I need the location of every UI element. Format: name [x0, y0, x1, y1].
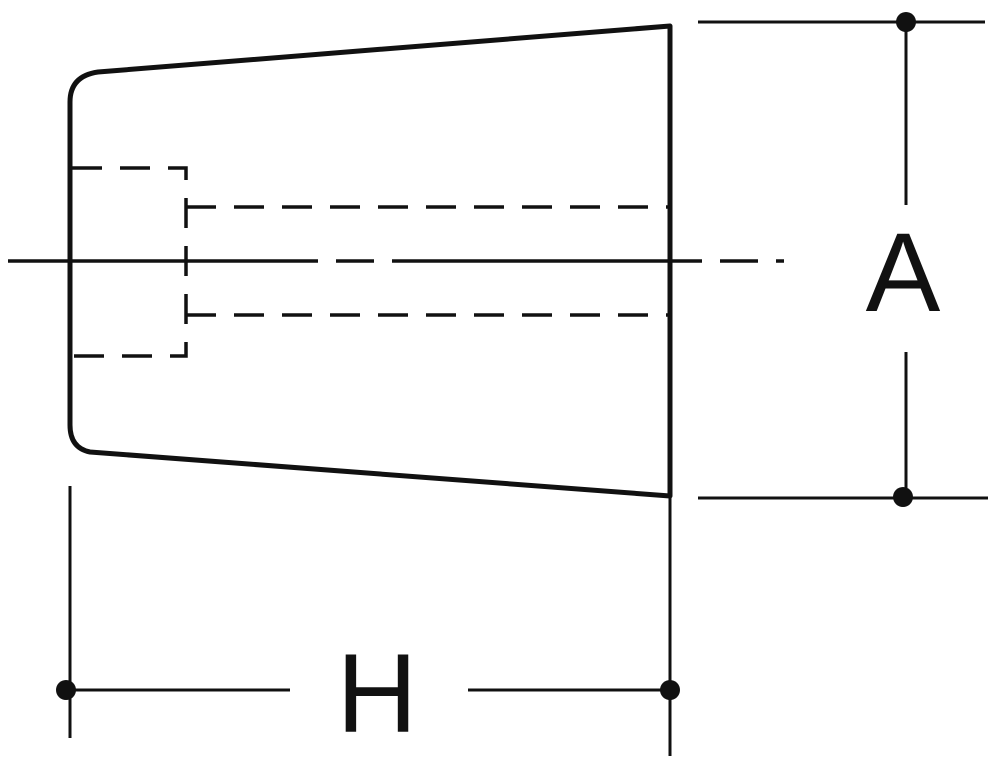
body-outline [67, 23, 673, 499]
dimension-a-label: A [866, 210, 941, 335]
dimension-a-terminator-bottom [893, 487, 913, 507]
dimension-a-terminator-top [896, 12, 916, 32]
dimension-h-label: H [337, 631, 418, 756]
dimension-h-terminator-left [56, 680, 76, 700]
dimension-h-terminator-right [660, 680, 680, 700]
